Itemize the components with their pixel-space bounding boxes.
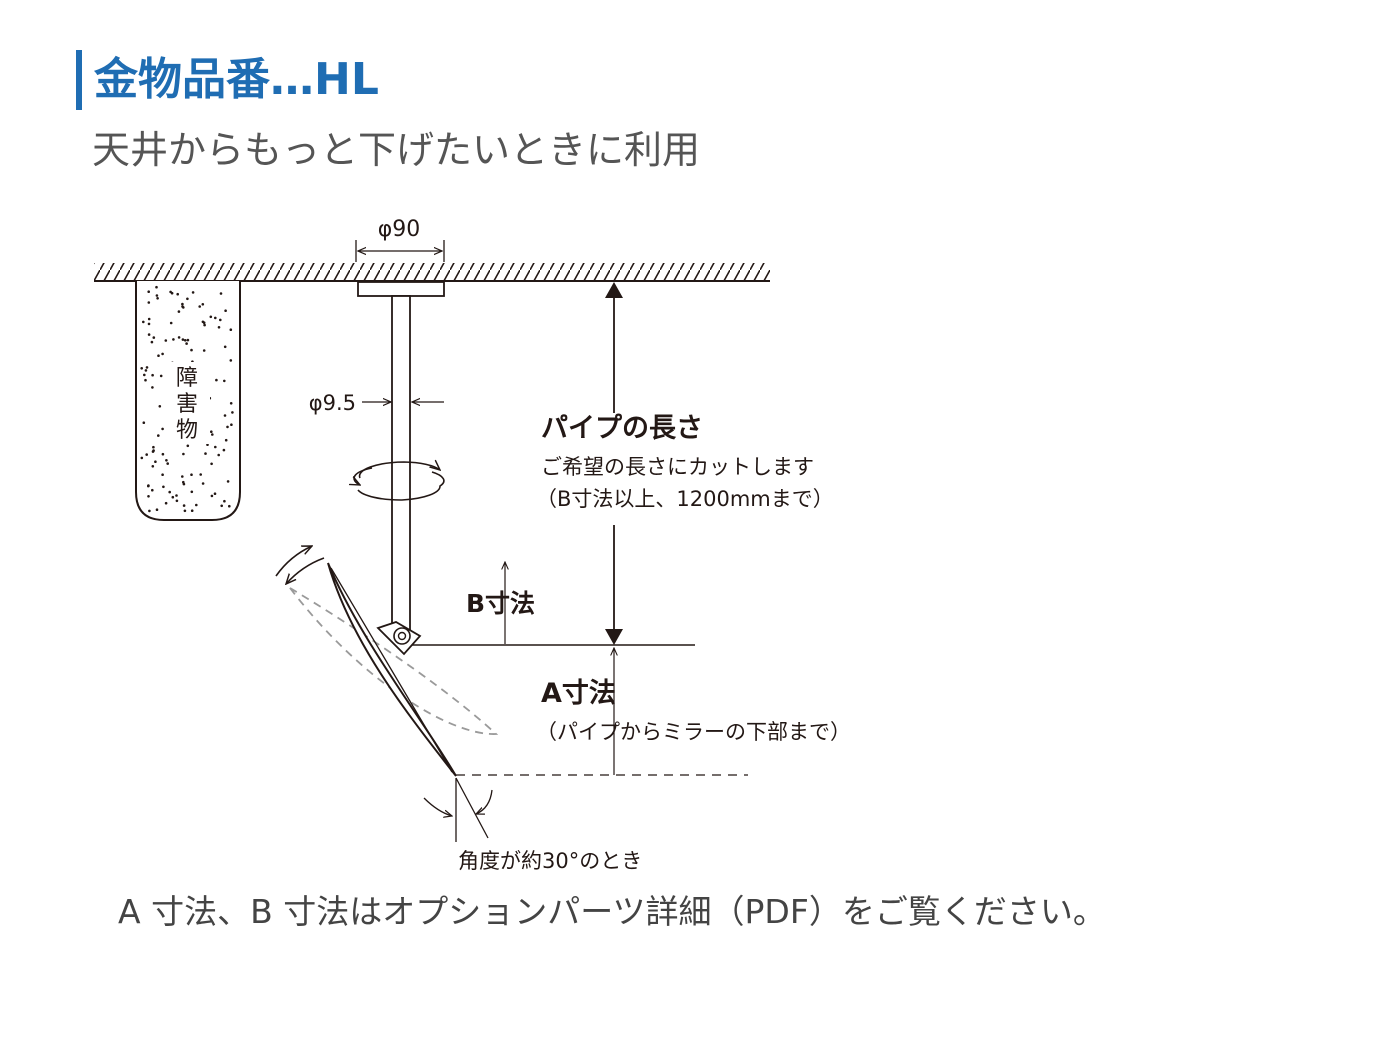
obstacle-label-1: 障 — [176, 366, 198, 391]
pipe-length-note-1: ご希望の長さにカットします — [541, 455, 814, 479]
a-dimension-title: A寸法 — [541, 678, 616, 709]
a-dimension-note: （パイプからミラーの下部まで） — [536, 720, 851, 744]
ceiling-plate-dimension: φ90 — [355, 217, 445, 262]
page-subtitle: 天井からもっと下げたいときに利用 — [92, 128, 701, 172]
ceiling — [94, 263, 770, 282]
ceiling-plate — [357, 281, 445, 297]
page-title: 金物品番…HL — [94, 54, 379, 105]
angle-indicator — [423, 777, 493, 842]
obstacle-label-3: 物 — [176, 418, 198, 443]
b-dimension-marker: B寸法 — [466, 562, 535, 644]
mirror-joint — [376, 621, 422, 656]
ceiling-diameter-label: φ90 — [378, 217, 421, 242]
pipe-diameter-label: φ9.5 — [309, 391, 356, 415]
footnote: A 寸法、B 寸法はオプションパーツ詳細（PDF）をご覧ください。 — [118, 892, 1106, 931]
mirror-alt-position — [289, 587, 499, 735]
pipe-length-title: パイプの長さ — [541, 413, 703, 444]
pipe — [391, 295, 411, 633]
rotation-arrow-icon — [354, 462, 445, 501]
pipe-length-note-2: （B寸法以上、1200mmまで） — [536, 487, 834, 511]
obstacle: 障 害 物 — [135, 281, 241, 521]
b-dimension-label: B寸法 — [466, 589, 535, 618]
mirror — [327, 562, 457, 777]
pipe-length-arrow — [605, 282, 623, 645]
a-dimension-marker — [456, 648, 748, 776]
title-accent-bar — [76, 50, 82, 110]
swing-arrow-icon — [275, 546, 325, 584]
pipe-diameter-dimension: φ9.5 — [309, 391, 444, 415]
angle-note: 角度が約30°のとき — [458, 849, 642, 873]
obstacle-label-2: 害 — [176, 392, 198, 417]
